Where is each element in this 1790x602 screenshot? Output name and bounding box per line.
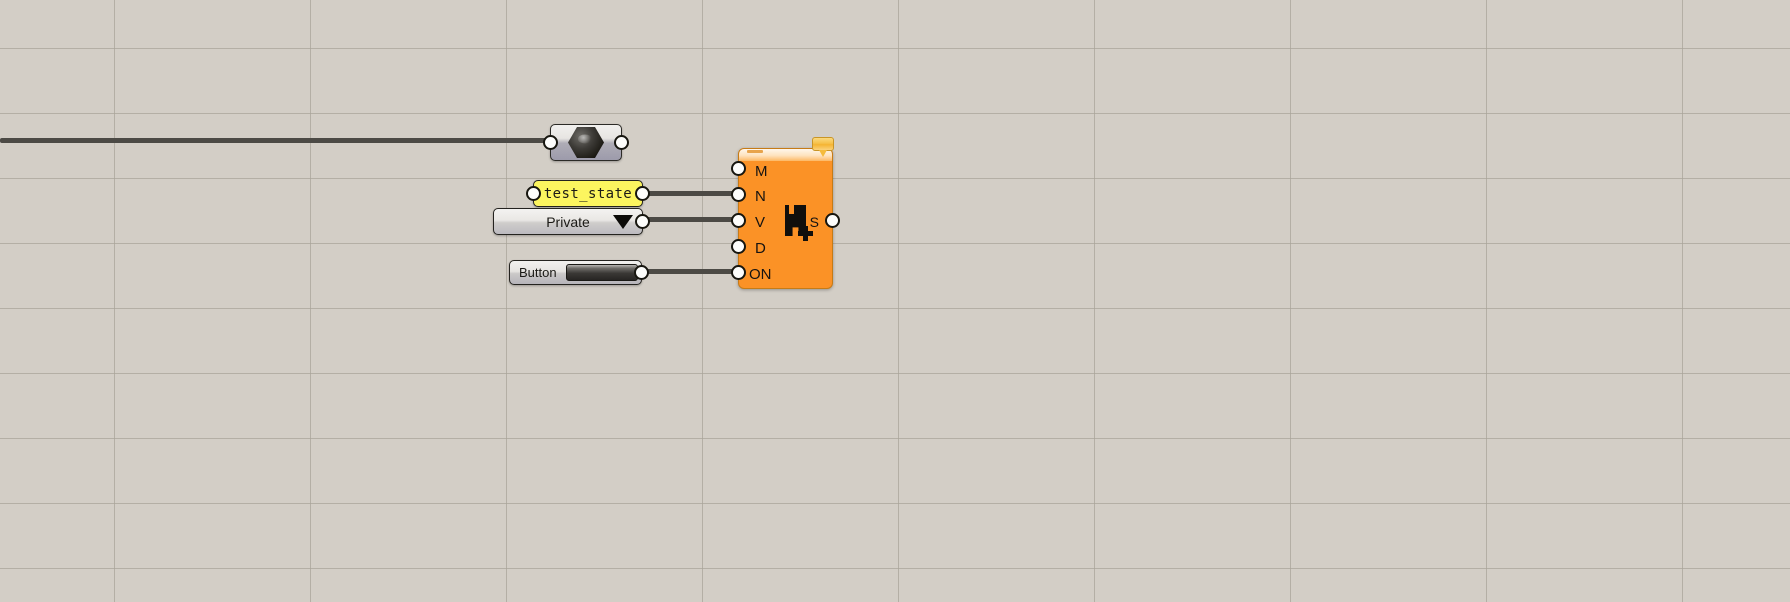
value-list-body[interactable]: Private xyxy=(493,208,643,235)
hexagon-icon xyxy=(568,126,604,159)
component-input-label-M: M xyxy=(755,163,768,180)
grid-line-vertical xyxy=(1682,0,1683,602)
panel-input-port[interactable] xyxy=(526,186,541,201)
grid-line-vertical xyxy=(898,0,899,602)
component-input-label-ON: ON xyxy=(749,266,772,283)
grid-line-horizontal xyxy=(0,308,1790,309)
node-component[interactable]: M N V D ON S xyxy=(731,148,840,289)
button-output-port[interactable] xyxy=(634,265,649,280)
grid-line-vertical xyxy=(702,0,703,602)
component-cap xyxy=(739,149,832,161)
component-input-port-M[interactable] xyxy=(731,161,746,176)
grid-line-vertical xyxy=(1290,0,1291,602)
component-input-label-V: V xyxy=(755,214,766,231)
button-body[interactable]: Button xyxy=(509,260,642,285)
wire-button-to-ON xyxy=(640,269,742,274)
grid-line-horizontal xyxy=(0,568,1790,569)
node-button[interactable]: Button xyxy=(509,260,649,285)
grid-line-horizontal xyxy=(0,438,1790,439)
button-press-area[interactable] xyxy=(566,264,638,281)
component-input-label-N: N xyxy=(755,188,766,205)
panel-text: test_state xyxy=(543,185,633,202)
grid-line-horizontal xyxy=(0,243,1790,244)
grid-line-vertical xyxy=(310,0,311,602)
wire-valuelist-to-V xyxy=(640,217,742,222)
component-input-port-ON[interactable] xyxy=(731,265,746,280)
component-input-label-D: D xyxy=(755,240,766,257)
grid-line-vertical xyxy=(114,0,115,602)
button-label: Button xyxy=(519,265,557,280)
grid-line-horizontal xyxy=(0,113,1790,114)
grid-line-horizontal xyxy=(0,373,1790,374)
node-panel[interactable]: test_state xyxy=(526,180,650,207)
grid-line-vertical xyxy=(1094,0,1095,602)
component-output-port-S[interactable] xyxy=(825,213,840,228)
save-plus-icon xyxy=(783,205,813,241)
panel-output-port[interactable] xyxy=(635,186,650,201)
value-list-output-port[interactable] xyxy=(635,214,650,229)
component-input-port-D[interactable] xyxy=(731,239,746,254)
wire-canvas-to-relay xyxy=(0,138,556,143)
relay-output-port[interactable] xyxy=(614,135,629,150)
chevron-down-icon[interactable] xyxy=(613,214,633,229)
grid-line-horizontal xyxy=(0,178,1790,179)
component-notch xyxy=(747,150,763,153)
relay-input-port[interactable] xyxy=(543,135,558,150)
component-body[interactable]: M N V D ON S xyxy=(738,148,833,289)
relay-body[interactable] xyxy=(550,124,622,161)
component-output-label-S: S xyxy=(809,214,819,230)
grid-line-horizontal xyxy=(0,48,1790,49)
message-balloon-icon[interactable] xyxy=(812,137,834,157)
panel-body[interactable]: test_state xyxy=(533,180,643,207)
grid-line-horizontal xyxy=(0,503,1790,504)
grid-line-vertical xyxy=(1486,0,1487,602)
grid-line-vertical xyxy=(506,0,507,602)
component-input-port-V[interactable] xyxy=(731,213,746,228)
value-list-selected: Private xyxy=(546,213,590,230)
component-input-port-N[interactable] xyxy=(731,187,746,202)
node-value-list[interactable]: Private xyxy=(493,208,650,235)
node-relay[interactable] xyxy=(543,124,629,161)
wire-panel-to-N xyxy=(640,191,742,196)
